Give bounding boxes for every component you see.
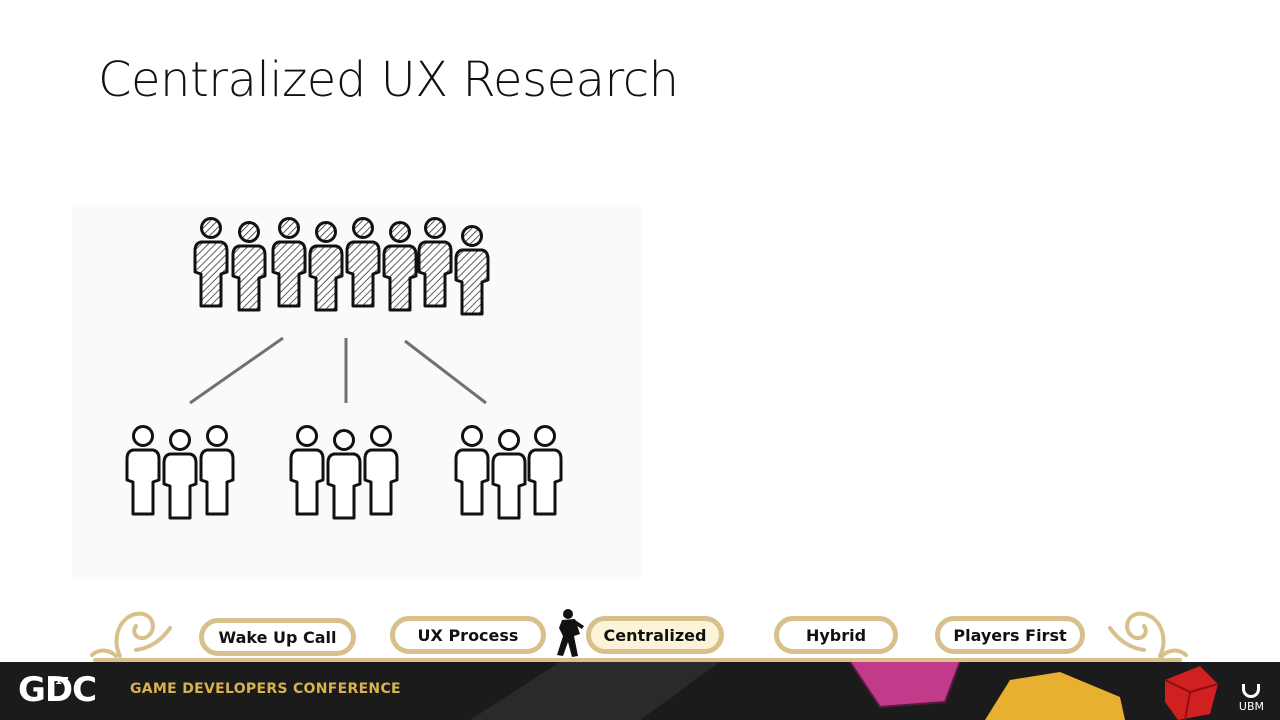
nav-item-wake-up-call[interactable]: Wake Up Call [199,618,356,656]
connector-right [404,339,487,405]
nav-item-players-first[interactable]: Players First [935,616,1085,654]
team-right-icon [454,425,563,520]
magenta-gem [850,662,960,707]
conference-name: GAME DEVELOPERS CONFERENCE [130,681,401,697]
nav-item-hybrid[interactable]: Hybrid [774,616,898,654]
red-cube [1165,666,1218,720]
yellow-gem [985,672,1125,720]
nav-item-centralized[interactable]: Centralized [586,616,724,654]
connector-left [189,336,284,405]
team-middle-icon [289,425,399,520]
ubm-logo: UBM [1239,684,1264,713]
ubm-mark-icon [1242,684,1261,698]
nav-ornament [90,609,1188,662]
running-figure-icon [557,609,584,657]
central-research-team-icon [193,217,490,316]
ubm-label: UBM [1238,700,1264,713]
gdc-logo: GDC [18,670,97,710]
footer-decoration [470,662,1219,720]
nav-item-ux-process[interactable]: UX Process [390,616,546,654]
conference-footer: GDC 17 GAME DEVELOPERS CONFERENCE UBM [0,662,1280,720]
team-left-icon [125,425,235,520]
slide-title: Centralized UX Research [98,52,679,108]
gdc-edition: 17 [55,676,69,687]
connector-lines [189,336,487,405]
